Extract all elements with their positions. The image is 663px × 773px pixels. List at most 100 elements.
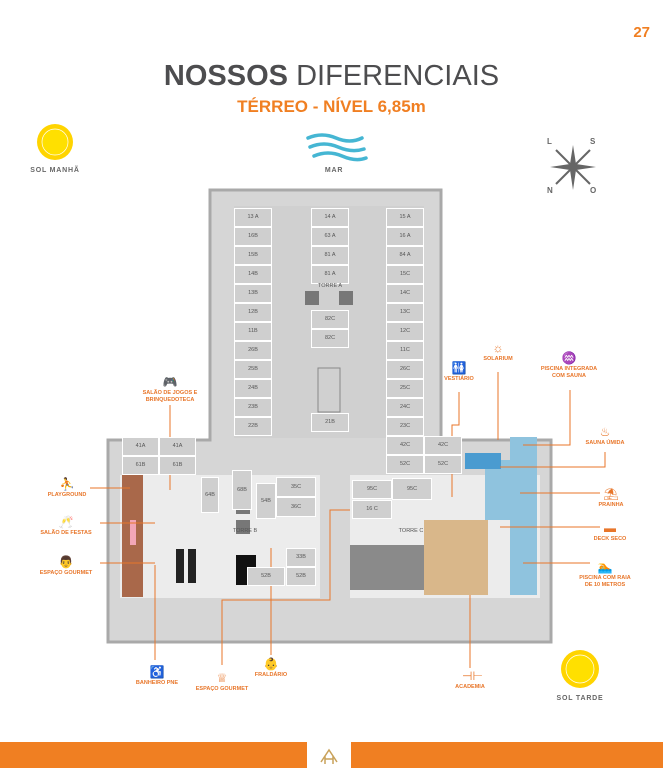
- amenity-label: DECK SECO: [593, 536, 627, 542]
- parking-spot: 84 A: [386, 246, 424, 265]
- parking-spot: 41A: [159, 437, 196, 456]
- parking-spot: 81 A: [311, 246, 349, 265]
- compass-n: N: [547, 186, 553, 195]
- slide-icon: ⛹: [59, 477, 75, 491]
- amenity-label: SALÃO DE FESTAS: [40, 530, 92, 536]
- tower-c-label: TORRE C: [398, 528, 424, 534]
- parking-spot: 52C: [424, 455, 462, 474]
- parking-spot: 11C: [386, 341, 424, 360]
- parking-spot: 22B: [234, 417, 272, 436]
- chef-hat-icon: ♕: [216, 671, 228, 685]
- parking-spot: 82C: [311, 329, 349, 348]
- amenity-label: SAUNA ÚMIDA: [585, 440, 625, 446]
- sun-morning-label: SOL MANHÃ: [30, 167, 80, 174]
- swimmer-icon: 🏊: [597, 560, 613, 574]
- parking-spot: 12B: [234, 303, 272, 322]
- parking-spot: 35C: [276, 477, 316, 497]
- party-icon: 🥂: [58, 515, 74, 529]
- deck-icon: ▬: [604, 521, 616, 535]
- compass-l: L: [547, 137, 552, 146]
- parking-spot: 16 A: [386, 227, 424, 246]
- parking-spot: 61B: [122, 456, 159, 475]
- parking-spot: 13C: [386, 303, 424, 322]
- page-number: 27: [633, 24, 650, 41]
- title-bold: NOSSOS: [163, 60, 288, 92]
- amenity-label: SALÃO DE JOGOS E BRINQUEDOTECA: [142, 390, 198, 403]
- gamepad-icon: 🎮: [162, 375, 178, 389]
- amenity-label: FRALDÁRIO: [254, 672, 288, 678]
- parking-spot: 13 A: [234, 208, 272, 227]
- tower-b-label: TORRE B: [232, 528, 258, 534]
- parking-spot: 25B: [234, 360, 272, 379]
- parking-spot: 11B: [234, 322, 272, 341]
- parking-spot: 15C: [386, 265, 424, 284]
- dumbbell-icon: ⊣⊢: [462, 669, 483, 683]
- parking-spot: 15 A: [386, 208, 424, 227]
- pool-ladder-icon: ♒: [561, 351, 577, 365]
- amenity-label: VESTIÁRIO: [444, 376, 474, 382]
- parking-spot: 95C: [352, 480, 392, 499]
- compass-icon: [550, 145, 596, 190]
- sun-afternoon-icon: [561, 650, 599, 688]
- sun-lounger-icon: ☼: [492, 341, 504, 355]
- parking-spot: 54B: [256, 483, 276, 519]
- logo: [307, 742, 351, 768]
- tower-a-label: TORRE A: [317, 283, 343, 289]
- parking-spot: 14B: [234, 265, 272, 284]
- wheelchair-icon: ♿: [149, 665, 165, 679]
- gym-area: [424, 520, 488, 595]
- parking-spot: 23B: [234, 398, 272, 417]
- diaper-icon: 👶: [263, 657, 279, 671]
- parking-spot: 24C: [386, 398, 424, 417]
- page-title: NOSSOS DIFERENCIAIS: [0, 60, 663, 93]
- parking-spot: 16B: [234, 227, 272, 246]
- parking-spot: 33B: [286, 548, 316, 567]
- amenity-label: ESPAÇO GOURMET: [195, 686, 249, 692]
- parking-spot: 24B: [234, 379, 272, 398]
- parking-spot: 16 C: [352, 500, 392, 519]
- parking-spot: 95C: [392, 478, 432, 500]
- sun-afternoon-label: SOL TARDE: [556, 695, 604, 702]
- sauna: [465, 453, 501, 469]
- parking-spot: 15B: [234, 246, 272, 265]
- ramp: [350, 545, 424, 590]
- parking-spot: 26C: [386, 360, 424, 379]
- parking-spot: 52C: [386, 455, 424, 474]
- parking-spot: 25C: [386, 379, 424, 398]
- parking-spot: 14C: [386, 284, 424, 303]
- parking-spot: 23C: [386, 417, 424, 436]
- amenity-label: ESPAÇO GOURMET: [39, 570, 93, 576]
- amenity-label: PRAINHA: [598, 502, 624, 508]
- parking-spot: 14 A: [311, 208, 349, 227]
- chef-icon: 👨: [58, 555, 74, 569]
- parking-spot: 68B: [232, 470, 252, 510]
- parking-spot: 64B: [201, 477, 219, 513]
- parking-spot: 21B: [311, 413, 349, 432]
- parking-spot: 61B: [159, 456, 196, 475]
- parking-spot: 26B: [234, 341, 272, 360]
- parking-spot: 13B: [234, 284, 272, 303]
- locker-room-icon: 🚻: [451, 361, 467, 375]
- title-light: DIFERENCIAIS: [296, 60, 500, 92]
- amenity-label: PLAYGROUND: [47, 492, 87, 498]
- amenity-label: PISCINA COM RAIA DE 10 METROS: [579, 575, 631, 588]
- waves-icon: [306, 133, 368, 162]
- sea-label: MAR: [324, 167, 344, 174]
- amenity-label: SOLARIUM: [483, 356, 513, 362]
- parking-spot: 52B: [247, 567, 285, 586]
- amenity-label: ACADEMIA: [455, 684, 485, 690]
- parking-spot: 42C: [386, 436, 424, 455]
- parking-spot: 36C: [276, 497, 316, 517]
- house-logo-icon: [320, 748, 338, 764]
- page-subtitle: TÉRREO - NÍVEL 6,85m: [237, 97, 426, 116]
- compass-s: S: [590, 137, 596, 146]
- beach-icon: ⛱: [603, 487, 619, 501]
- parking-spot: 82C: [311, 310, 349, 329]
- sauna-icon: ♨: [599, 425, 611, 439]
- parking-spot: 63 A: [311, 227, 349, 246]
- compass-o: O: [590, 186, 597, 195]
- parking-spot: 41A: [122, 437, 159, 456]
- amenity-label: PISCINA INTEGRADA COM SAUNA: [540, 366, 598, 379]
